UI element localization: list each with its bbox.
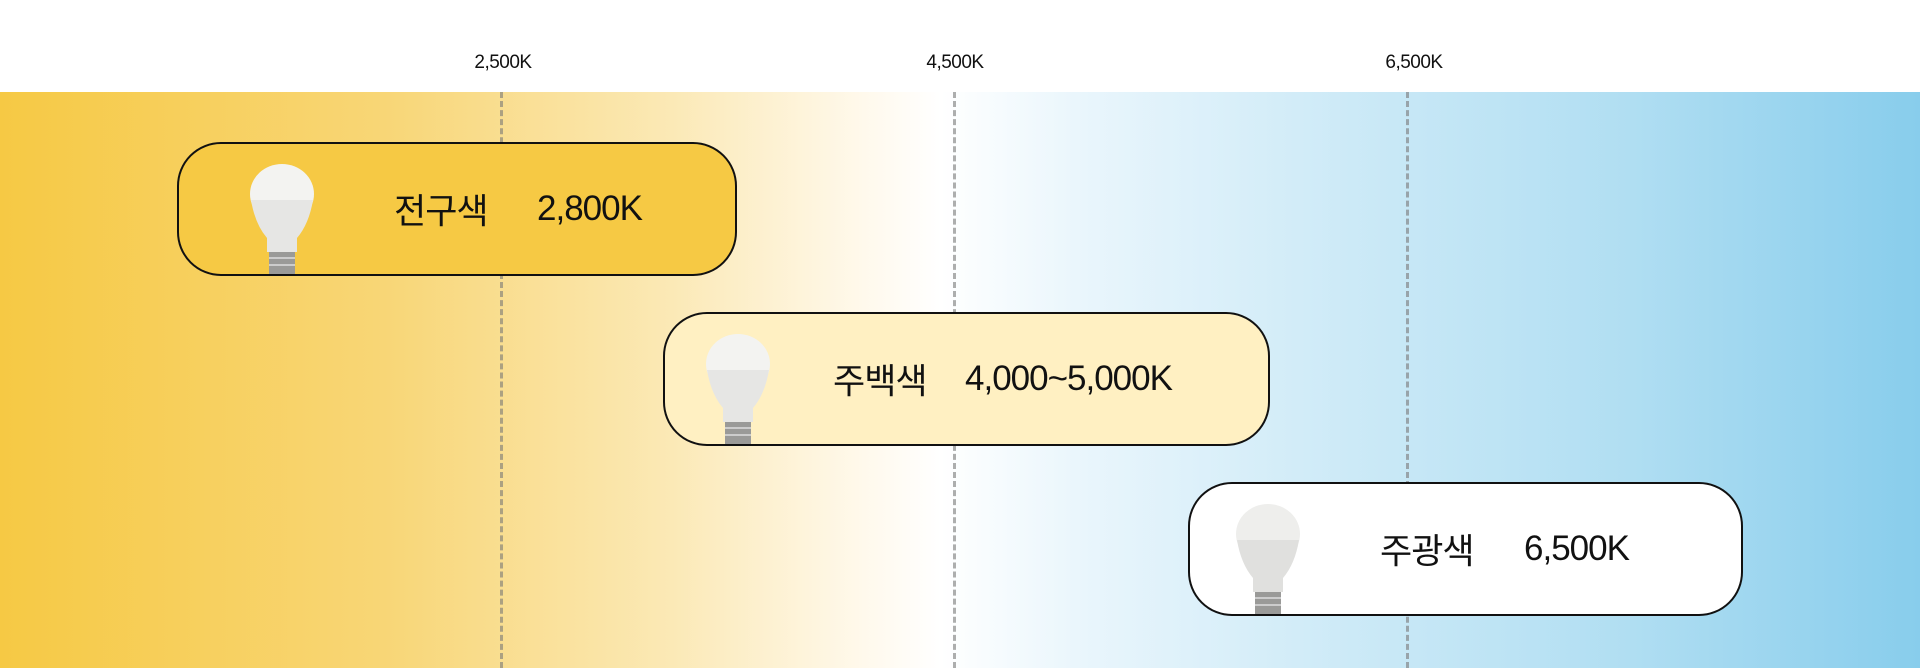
card-daylight: 주광색 6,500K	[1188, 482, 1743, 616]
tick-4500k: 4,500K	[926, 52, 984, 73]
card-value: 4,000~5,000K	[965, 359, 1173, 398]
tick-2500k: 2,500K	[474, 52, 532, 73]
divider-2500k	[500, 92, 503, 668]
light-bulb-icon	[250, 164, 314, 274]
card-warm-white: 전구색 2,800K	[177, 142, 737, 276]
card-value: 2,800K	[537, 189, 643, 228]
card-name: 주백색	[833, 362, 928, 402]
card-value: 6,500K	[1524, 529, 1630, 568]
light-bulb-icon	[1236, 504, 1300, 614]
card-name: 전구색	[394, 192, 489, 232]
tick-6500k: 6,500K	[1385, 52, 1443, 73]
card-neutral-white: 주백색 4,000~5,000K	[663, 312, 1270, 446]
card-name: 주광색	[1380, 532, 1475, 572]
divider-6500k	[1406, 92, 1409, 668]
light-bulb-icon	[706, 334, 770, 444]
